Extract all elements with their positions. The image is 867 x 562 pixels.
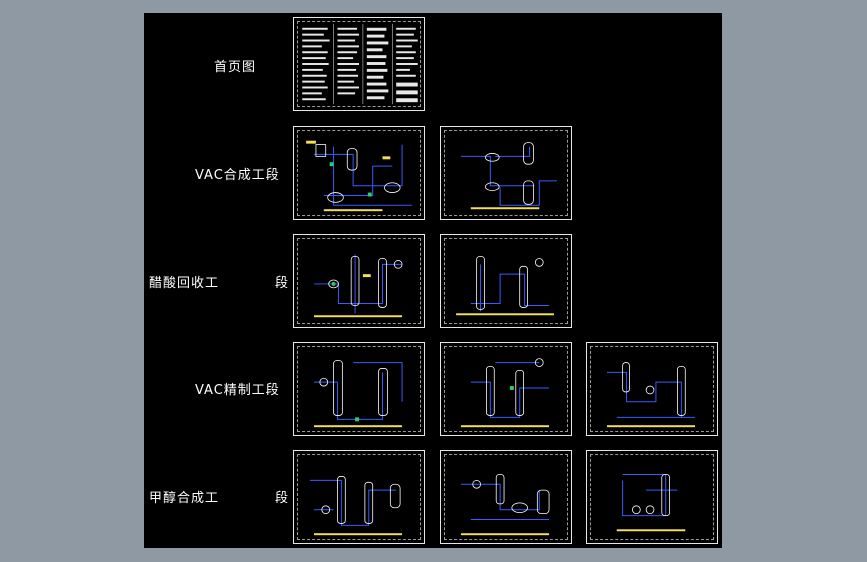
- pid-graphic: [460, 474, 550, 536]
- label-acetic-recovery-tail: 段: [275, 276, 290, 291]
- pid-graphic: [456, 256, 554, 316]
- sheet-vac-synthesis-1[interactable]: [293, 126, 425, 220]
- sheet-acetic-recovery-1[interactable]: [293, 234, 425, 328]
- label-vac-synthesis: VAC合成工段: [195, 168, 280, 183]
- sheet-vac-refining-3[interactable]: [586, 342, 718, 436]
- cad-drawing-canvas[interactable]: 首页图 VAC合成工段 醋酸回收工 段 VAC精制工段 甲醇合成工 段: [144, 13, 722, 548]
- sheet-vac-synthesis-2[interactable]: [440, 126, 572, 220]
- pid-graphic: [310, 476, 403, 536]
- sheet-methanol-synthesis-3[interactable]: [586, 450, 718, 544]
- sheet-vac-refining-1[interactable]: [293, 342, 425, 436]
- pid-graphic: [606, 362, 696, 428]
- sheet-acetic-recovery-2[interactable]: [440, 234, 572, 328]
- label-acetic-recovery: 醋酸回收工: [149, 276, 220, 291]
- cover-table-graphic: [302, 23, 418, 105]
- sheet-methanol-synthesis-2[interactable]: [440, 450, 572, 544]
- pid-graphic: [616, 474, 686, 532]
- pid-graphic: [306, 140, 412, 212]
- label-methanol-synthesis: 甲醇合成工: [149, 491, 220, 506]
- label-cover: 首页图: [214, 60, 257, 75]
- pid-graphic: [460, 358, 550, 428]
- pid-graphic: [460, 142, 557, 210]
- label-vac-refining: VAC精制工段: [195, 383, 280, 398]
- sheet-cover[interactable]: [293, 17, 425, 111]
- pid-graphic: [313, 360, 403, 428]
- sheet-vac-refining-2[interactable]: [440, 342, 572, 436]
- sheet-methanol-synthesis-1[interactable]: [293, 450, 425, 544]
- pid-graphic: [313, 254, 403, 318]
- label-methanol-synthesis-tail: 段: [275, 491, 290, 506]
